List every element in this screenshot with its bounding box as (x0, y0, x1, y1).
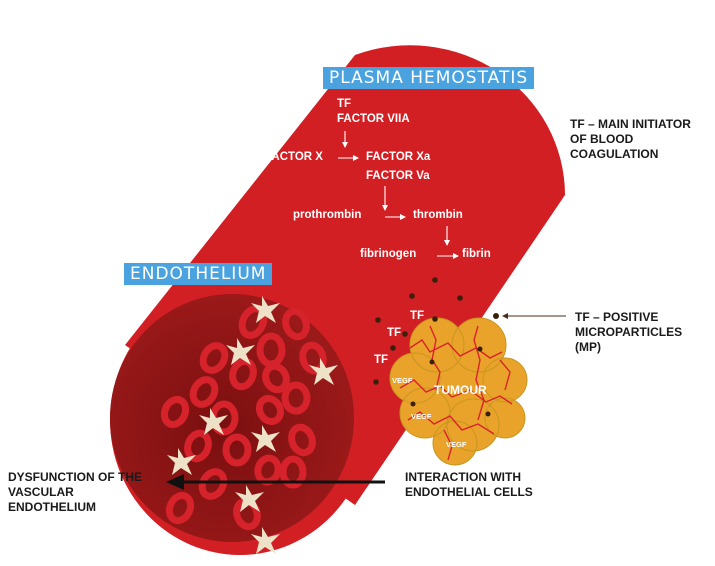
endothelium-label: ENDOTHELIUM (124, 263, 273, 285)
tf-label-1: TF (410, 310, 425, 322)
platelets (167, 296, 338, 554)
plasma-hemostatis-label: PLASMA HEMOSTATIS (323, 67, 535, 89)
cascade-thrombin: thrombin (413, 209, 463, 221)
cascade-fibrinogen: fibrinogen (360, 248, 417, 260)
tumour (389, 317, 528, 466)
vegf-label-1: VEGF (392, 376, 413, 385)
cascade-factor-xa: FACTOR Xa (366, 151, 431, 163)
dysfunction-note: DYSFUNCTION OF THE VASCULAR ENDOTHELIUM (8, 470, 142, 514)
tumour-label: TUMOUR (434, 383, 487, 397)
cascade-tf: TF (337, 98, 352, 110)
pointer-arrows (166, 313, 566, 490)
microparticles (373, 277, 499, 385)
interaction-note: INTERACTION WITH ENDOTHELIAL CELLS (405, 470, 533, 499)
tf-label-2: TF (387, 327, 402, 339)
cascade-factor-viia: FACTOR VIIA (337, 113, 410, 125)
tf-positive-microparticles-note: TF – POSITIVE MICROPARTICLES (MP) (575, 310, 683, 354)
tf-label-3: TF (374, 354, 389, 366)
vegf-label-3: VEGF (446, 440, 467, 449)
cascade-factor-va: FACTOR Va (366, 170, 430, 182)
cascade-arrows (338, 131, 459, 259)
tf-main-initiator-note: TF – MAIN INITIATOR OF BLOOD COAGULATION (570, 117, 691, 161)
cascade-factor-x: FACTOR X (265, 151, 323, 163)
vegf-label-2: VEGF (411, 412, 432, 421)
cascade-fibrin: fibrin (462, 248, 491, 260)
cascade-prothrombin: prothrombin (293, 209, 362, 221)
